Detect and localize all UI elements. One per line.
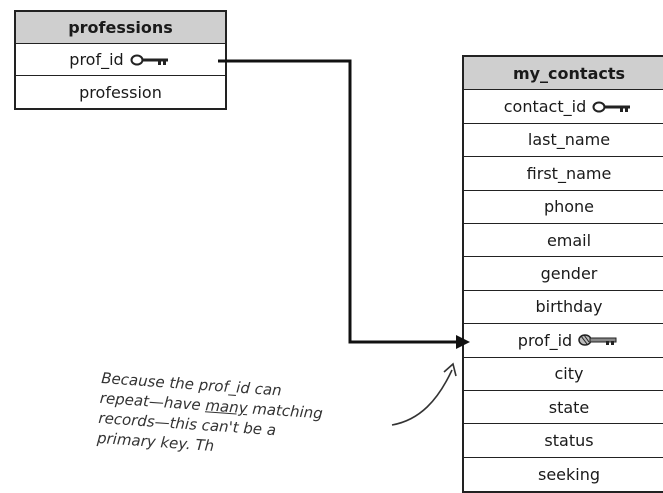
key-icon <box>130 54 168 65</box>
my-contacts-row-city: city <box>464 358 663 391</box>
professions-table-title: professions <box>16 12 225 44</box>
striped-key-icon <box>578 334 617 347</box>
my-contacts-table: my_contacts contact_id last_name first_n… <box>462 55 663 493</box>
my-contacts-row-birthday: birthday <box>464 291 663 325</box>
my-contacts-row-phone: phone <box>464 191 663 224</box>
note-arrowhead-icon <box>443 362 457 377</box>
my-contacts-row-last-name: last_name <box>464 124 663 158</box>
row-label: contact_id <box>503 97 587 117</box>
row-label: prof_id <box>69 50 124 69</box>
my-contacts-row-status: status <box>464 424 663 458</box>
annotation-note: Because the prof_id can repeat—have many… <box>96 368 431 471</box>
professions-row-profession: profession <box>79 82 162 102</box>
my-contacts-table-title: my_contacts <box>464 57 663 91</box>
my-contacts-row-first-name: first_name <box>464 157 663 191</box>
my-contacts-row-seeking: seeking <box>537 464 601 484</box>
row-label: prof_id <box>517 330 573 350</box>
professions-row-prof-id: prof_id <box>16 44 225 76</box>
my-contacts-row-contact-id: contact_id <box>464 90 663 124</box>
relationship-connector-line <box>218 59 458 344</box>
my-contacts-row-email: email <box>464 224 663 258</box>
my-contacts-row-gender: gender <box>464 257 663 291</box>
key-icon <box>592 101 631 113</box>
my-contacts-row-state: state <box>464 391 663 425</box>
professions-table: professions prof_id profession <box>14 10 227 110</box>
my-contacts-row-prof-id: prof_id <box>464 324 663 358</box>
